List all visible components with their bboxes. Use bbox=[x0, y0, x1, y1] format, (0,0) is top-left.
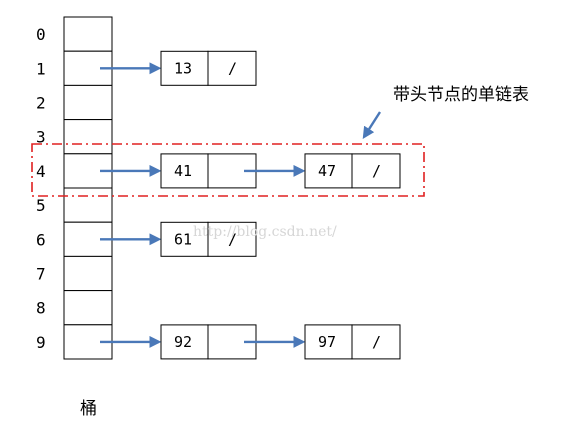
null-marker: / bbox=[228, 230, 237, 248]
bucket-cell-5 bbox=[63, 187, 113, 223]
node-data-cell bbox=[304, 324, 353, 360]
node-data-cell bbox=[160, 50, 209, 86]
bucket-label: 桶 bbox=[80, 399, 97, 419]
node-value: 47 bbox=[318, 162, 336, 180]
bucket-index-8: 8 bbox=[36, 299, 46, 318]
node-pointer-cell bbox=[351, 324, 401, 360]
null-marker: / bbox=[372, 333, 381, 351]
bucket-index-9: 9 bbox=[36, 333, 46, 352]
bucket-array bbox=[63, 16, 113, 360]
list-node-61: 61 / bbox=[160, 221, 257, 257]
list-node-97: 97 / bbox=[304, 324, 401, 360]
bucket-index-1: 1 bbox=[36, 59, 46, 78]
null-marker: / bbox=[372, 162, 381, 180]
highlight-box bbox=[31, 143, 425, 197]
bucket-cell-8 bbox=[63, 290, 113, 326]
node-data-cell bbox=[160, 221, 209, 257]
bucket-cell-7 bbox=[63, 255, 113, 292]
bucket-cell-0 bbox=[63, 16, 113, 52]
linked-lists: 13 / 41 47 / 61 / 92 97 / bbox=[100, 50, 401, 360]
node-data-cell bbox=[160, 153, 209, 189]
bucket-index-7: 7 bbox=[36, 265, 46, 284]
list-node-92: 92 bbox=[160, 324, 257, 360]
node-value: 13 bbox=[174, 59, 192, 77]
bucket-index-labels: 0 1 2 3 4 5 6 7 8 9 bbox=[36, 25, 46, 352]
list-node-47: 47 / bbox=[304, 153, 401, 189]
node-data-cell bbox=[304, 153, 353, 189]
bucket-index-6: 6 bbox=[36, 230, 46, 249]
node-value: 41 bbox=[174, 162, 192, 180]
node-pointer-cell bbox=[207, 50, 257, 86]
list-node-41: 41 bbox=[160, 153, 257, 189]
bucket-index-5: 5 bbox=[36, 196, 46, 215]
bucket-index-4: 4 bbox=[36, 162, 46, 181]
node-value: 61 bbox=[174, 230, 192, 248]
bucket-index-3: 3 bbox=[36, 128, 46, 147]
watermark: http://blog.csdn.net/ bbox=[193, 224, 337, 240]
node-value: 97 bbox=[318, 333, 336, 351]
node-pointer-cell bbox=[207, 221, 257, 257]
bucket-index-2: 2 bbox=[36, 94, 46, 113]
node-value: 92 bbox=[174, 333, 192, 351]
node-pointer-cell bbox=[351, 153, 401, 189]
null-marker: / bbox=[228, 59, 237, 77]
bucket-index-0: 0 bbox=[36, 25, 46, 44]
bucket-cell-3 bbox=[63, 119, 113, 155]
list-node-13: 13 / bbox=[160, 50, 257, 86]
bucket-cell-2 bbox=[63, 84, 113, 121]
annotation-arrow bbox=[362, 111, 382, 140]
annotation-label: 带头节点的单链表 bbox=[393, 85, 529, 105]
